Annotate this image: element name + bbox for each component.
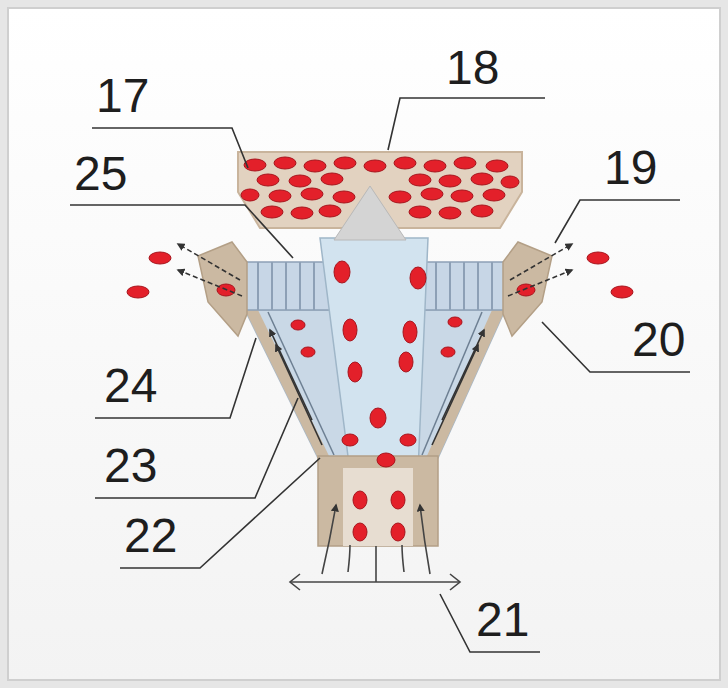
callout-number: 18	[446, 44, 499, 92]
callout-number: 17	[96, 72, 149, 120]
air-inlet	[290, 505, 460, 590]
callout-number: 21	[476, 596, 529, 644]
distributor-cone	[334, 186, 406, 240]
discharge-cowl	[178, 242, 572, 336]
callout-number: 25	[74, 150, 127, 198]
callout-number: 19	[604, 144, 657, 192]
callout-number: 24	[104, 362, 157, 410]
callout-number: 22	[124, 512, 177, 560]
callout-number: 23	[104, 442, 157, 490]
callout-number: 20	[632, 316, 685, 364]
inner-cone	[320, 186, 428, 472]
bottom-housing	[318, 456, 438, 546]
leader-line	[70, 98, 690, 652]
frame	[8, 8, 720, 680]
